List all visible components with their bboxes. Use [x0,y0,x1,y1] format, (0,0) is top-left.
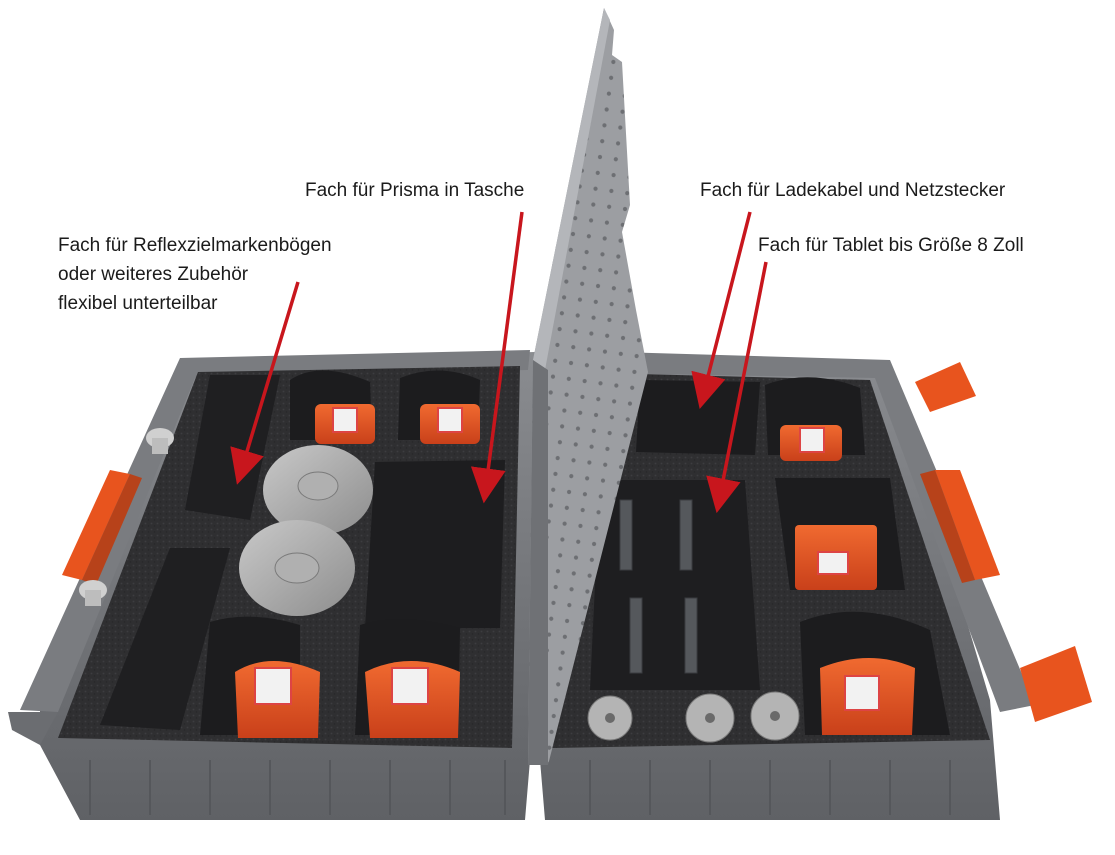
target-plate [795,525,877,590]
reflector-target [365,661,460,738]
open-lid [528,8,648,765]
arrow-lade [691,211,752,409]
latch [79,428,174,606]
arrow-tablet [706,261,768,514]
arrow-refl [230,281,300,485]
right-case-half [540,350,1092,820]
left-handle [62,470,142,585]
reflector-target [235,661,320,738]
caption-line: oder weiteres Zubehör [58,264,249,285]
reflector-target [780,425,842,461]
right-handle [920,470,1000,583]
arrow-prisma [470,211,524,504]
reflector-target [420,404,480,444]
caption-line: Fach für Ladekabel und Netzstecker [700,180,1006,201]
caption-line: flexibel unterteilbar [58,293,218,314]
orange-clip [915,362,1092,722]
annotation-arrows [230,211,768,514]
left-case-half [8,350,535,820]
caption-reflexzielmarken: Fach für Reflexzielmarkenbögen oder weit… [58,231,332,318]
caption-line: Fach für Reflexzielmarkenbögen [58,235,332,256]
caption-ladekabel: Fach für Ladekabel und Netzstecker [700,176,1005,205]
caption-prisma: Fach für Prisma in Tasche [305,176,524,205]
caption-line: Fach für Tablet bis Größe 8 Zoll [758,235,1024,256]
reflector-target [315,404,375,444]
caption-tablet: Fach für Tablet bis Größe 8 Zoll [758,231,1024,260]
reflector-target [820,658,915,735]
caption-line: Fach für Prisma in Tasche [305,180,525,201]
